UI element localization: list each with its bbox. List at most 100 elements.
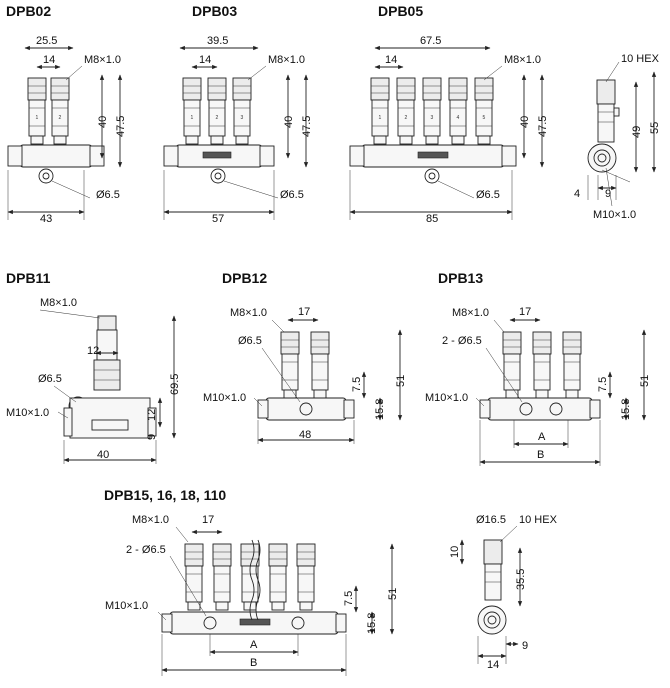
dpb15-drawing: M8×1.0 17 2 - Ø6.5 M10×1.0 7.5 51 15.8 A… (105, 514, 399, 676)
title-dpb02: DPB02 (6, 3, 51, 19)
dpb02-top-width: 25.5 (36, 35, 57, 47)
dpb03-width: 57 (212, 213, 224, 225)
valve-2: 2 (50, 77, 70, 145)
dpb15-h1: 7.5 (343, 591, 355, 606)
dpb12-thread-side: M10×1.0 (203, 392, 246, 404)
dpb13-b: B (537, 449, 544, 461)
side-view-body (587, 143, 617, 173)
side-view-hex: 10 HEX (621, 53, 660, 65)
dpb12-h2: 51 (395, 375, 407, 387)
dpb03-hole: Ø6.5 (280, 189, 304, 201)
dpb13-h2: 51 (639, 375, 651, 387)
side-view-top: 10 HEX 49 55 4 9 M10×1.0 (574, 53, 661, 221)
side-view-thread: M10×1.0 (593, 209, 636, 221)
dpb05-top-width: 67.5 (420, 35, 441, 47)
port-number: 4 (457, 115, 460, 121)
dpb11-h3: 9 (146, 434, 158, 440)
valve-3 (562, 331, 582, 399)
title-dpb03: DPB03 (192, 3, 237, 19)
dpb13-h3: 15.8 (620, 399, 632, 420)
dpb13-hole: 2 - Ø6.5 (442, 335, 482, 347)
dpb13-pitch: 17 (519, 306, 531, 318)
dpb11-drawing: M8×1.0 12 Ø6.5 M10×1.0 69.5 12 9 40 (6, 297, 181, 464)
dpb15-h2: 51 (387, 588, 399, 600)
dpb03-h2: 47.5 (301, 116, 313, 137)
side-view-h1: 49 (631, 126, 643, 138)
dpb13-thread-top: M8×1.0 (452, 307, 489, 319)
valve-1: 1 (370, 77, 390, 145)
dpb03-thread: M8×1.0 (268, 54, 305, 66)
dpb03-h1: 40 (283, 116, 295, 128)
dpb05-h1: 40 (519, 116, 531, 128)
port-number: 1 (191, 115, 194, 121)
dpb13-drawing: M8×1.0 17 2 - Ø6.5 M10×1.0 7.5 51 15.8 A… (425, 306, 651, 466)
valve-2: 2 (396, 77, 416, 145)
dpb12-valves (280, 331, 330, 399)
dpb02-width: 43 (40, 213, 52, 225)
title-dpb11: DPB11 (6, 270, 51, 286)
dpb12-hole: Ø6.5 (238, 335, 262, 347)
dpb02-h1: 40 (97, 116, 109, 128)
valve-1: 1 (182, 77, 202, 145)
dpb12-h3: 15.8 (374, 399, 386, 420)
dpb13-thread-side: M10×1.0 (425, 392, 468, 404)
dpb02-mount-hole (38, 168, 54, 184)
side-view2-hex: 10 HEX (519, 514, 558, 526)
dpb02-thread: M8×1.0 (84, 54, 121, 66)
dpb15-b: B (250, 657, 257, 669)
side-view2-h1: 10 (449, 546, 461, 558)
valve-2 (532, 331, 552, 399)
dpb12-drawing: M8×1.0 17 Ø6.5 M10×1.0 7.5 51 15.8 48 (203, 306, 407, 444)
dpb15-a: A (250, 639, 258, 651)
side-view-d1: 4 (574, 188, 580, 200)
port-number: 1 (36, 115, 39, 121)
valve-3: 3 (232, 77, 252, 145)
dpb11-h: 69.5 (169, 374, 181, 395)
port-number: 5 (483, 115, 486, 121)
dpb02-hole: Ø6.5 (96, 189, 120, 201)
dpb13-valves (502, 331, 582, 399)
side-view-bottom: Ø16.5 10 HEX 10 35.5 14 9 (449, 514, 558, 671)
dpb05-hole: Ø6.5 (476, 189, 500, 201)
dpb13-h1: 7.5 (597, 377, 609, 392)
dpb11-thread-top: M8×1.0 (40, 297, 77, 309)
dpb11-body (69, 397, 151, 439)
dpb05-valves: 1 2 3 4 5 (370, 77, 494, 145)
dpb02-h2: 47.5 (115, 116, 127, 137)
port-number: 2 (216, 115, 219, 121)
dpb15-break-line (249, 539, 255, 621)
dpb12-thread-top: M8×1.0 (230, 307, 267, 319)
valve-2: 2 (207, 77, 227, 145)
valve-5 (296, 543, 316, 611)
dpb15-pitch: 17 (202, 514, 214, 526)
dpb05-width: 85 (426, 213, 438, 225)
dpb03-pitch: 14 (199, 54, 211, 66)
valve-5: 5 (474, 77, 494, 145)
port-number: 3 (431, 115, 434, 121)
dpb02-body (19, 144, 93, 168)
side-view2-dia: Ø16.5 (476, 514, 506, 526)
dpb13-a: A (538, 431, 546, 443)
dpb05-mount-hole (424, 168, 440, 184)
dpb13-body (487, 397, 593, 421)
dpb15-hole: 2 - Ø6.5 (126, 544, 166, 556)
dpb15-h3: 15.8 (366, 613, 378, 634)
title-dpb05: DPB05 (378, 3, 423, 19)
valve-1 (502, 331, 522, 399)
port-number: 2 (59, 115, 62, 121)
dpb15-thread-side: M10×1.0 (105, 600, 148, 612)
port-number: 3 (241, 115, 244, 121)
valve-2 (310, 331, 330, 399)
title-dpb13: DPB13 (438, 270, 483, 286)
port-number: 2 (405, 115, 408, 121)
dpb03-valves: 1 2 3 (182, 77, 252, 145)
dpb12-body (265, 397, 347, 421)
valve-3: 3 (422, 77, 442, 145)
dpb03-mount-hole (210, 168, 226, 184)
side-view2-w2: 9 (522, 640, 528, 652)
dpb02-left-port (7, 145, 23, 167)
